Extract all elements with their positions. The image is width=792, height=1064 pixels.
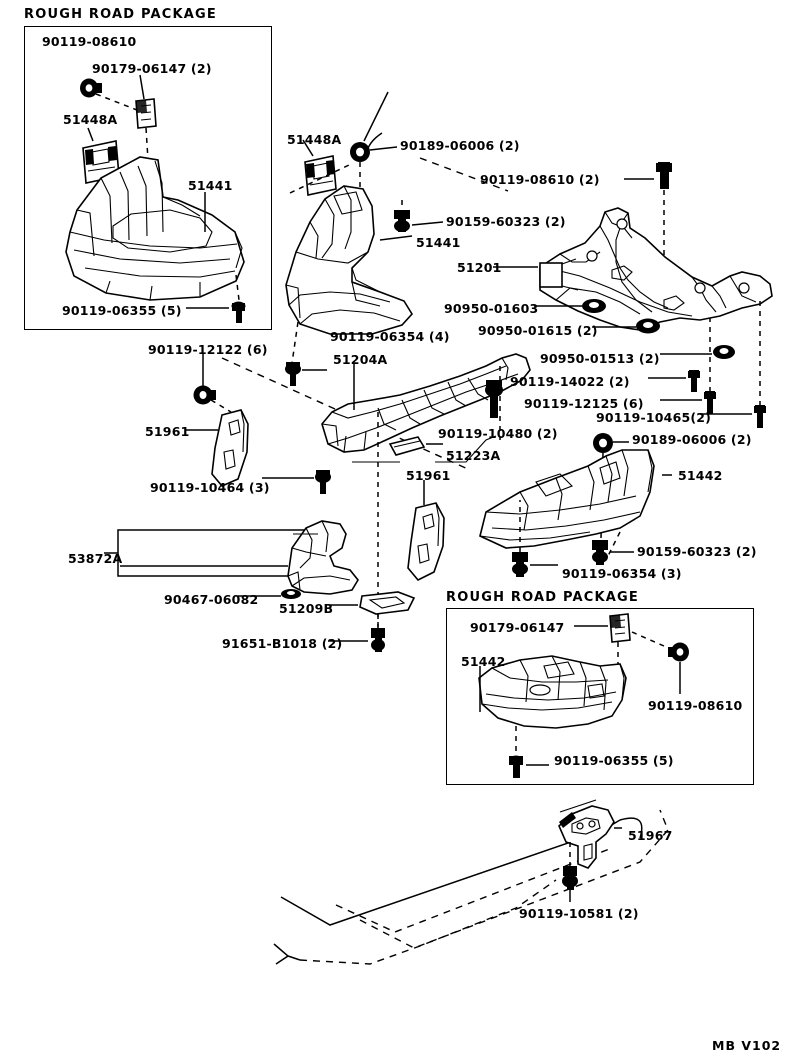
part-label-m-90950-01603: 90950-01603 [444, 301, 539, 316]
part-label-br-90119-08610: 90119-08610 [648, 698, 743, 713]
part-90119-10465-bolt [754, 405, 766, 428]
part-label-m-51201: 51201 [457, 260, 502, 275]
part-label-m-90119-10465: 90119-10465(2) [596, 410, 712, 425]
part-label-tl-90179-06147: 90179-06147 (2) [92, 61, 212, 76]
part-90119-06355-bolt-tl [231, 301, 246, 323]
part-90119-08610-bolt-main [656, 162, 672, 189]
part-51961-bracket-left [211, 409, 249, 487]
part-90119-12122-grommet [193, 385, 216, 405]
part-label-m-90119-10464: 90119-10464 (3) [150, 480, 270, 495]
part-51441-undercover-main [285, 185, 413, 335]
part-label-m-90119-08610: 90119-08610 (2) [480, 172, 600, 187]
rough-road-package-box-bottom-right [446, 608, 754, 785]
part-51448a-bracket-main [304, 155, 337, 196]
part-53872a-bracket [287, 520, 359, 595]
part-label-br-90179-06147: 90179-06147 [470, 620, 565, 635]
part-label-m-90467-06082: 90467-06082 [164, 592, 259, 607]
part-label-tl-90119-06355: 90119-06355 (5) [62, 303, 182, 318]
part-51209b-plate [359, 591, 416, 615]
part-label-m-51223a: 51223A [446, 448, 501, 463]
part-90179-06147-clip-br [609, 613, 631, 643]
part-90159-60323-bolt-bot [592, 540, 608, 565]
part-51442-cover-br [478, 655, 627, 729]
part-label-tl-51441: 51441 [188, 178, 233, 193]
part-90119-08610-grommet-br [668, 642, 689, 662]
part-label-m-90119-06354-4: 90119-06354 (4) [330, 329, 450, 344]
part-90159-60323-bolt-top [394, 210, 410, 232]
part-label-m-51961-mid: 51961 [406, 468, 451, 483]
part-label-m-51448a: 51448A [287, 132, 342, 147]
part-90189-06006-grommet-mid [593, 433, 613, 453]
part-label-m-90119-10581: 90119-10581 (2) [519, 906, 639, 921]
part-label-m-51967: 51967 [628, 828, 673, 843]
part-91651-b1018-bolt [371, 628, 385, 652]
part-90119-06355-bolt-br [509, 755, 523, 778]
part-label-m-51961-left: 51961 [145, 424, 190, 439]
part-51967-bracket [558, 805, 615, 869]
part-90119-14022-bolt [688, 370, 700, 392]
part-label-m-90189-06006-mid: 90189-06006 (2) [632, 432, 752, 447]
part-label-m-91651-b1018: 91651-B1018 (2) [222, 636, 343, 651]
diagram-footer-code: MB V102 [712, 1038, 782, 1053]
part-label-m-90950-01513: 90950-01513 (2) [540, 351, 660, 366]
part-label-m-90119-12122: 90119-12122 (6) [148, 342, 268, 357]
part-90467-06082-clip [281, 589, 301, 599]
part-51961-bracket-mid [407, 502, 445, 581]
part-label-m-90159-60323-bot: 90159-60323 (2) [637, 544, 757, 559]
rough-road-package-title-bottom-right: ROUGH ROAD PACKAGE [446, 590, 640, 605]
part-51441-undercover-tl [65, 156, 245, 301]
part-90119-12125-bolt [704, 391, 716, 414]
part-label-tl-90119-08610: 90119-08610 [42, 34, 137, 49]
part-label-m-90119-10480: 90119-10480 (2) [438, 426, 558, 441]
part-label-m-90189-06006-top: 90189-06006 (2) [400, 138, 520, 153]
part-90119-10464-bolt [315, 470, 331, 494]
part-90119-08610-grommet-tl [80, 78, 102, 98]
part-90119-06354-bolt-3 [512, 552, 528, 577]
part-51442-cover [479, 449, 655, 549]
part-label-m-53872a: 53872A [68, 551, 123, 566]
part-90950-01513-collar [713, 345, 735, 359]
part-90119-06354-bolt-4 [285, 362, 301, 386]
part-label-br-90119-06355: 90119-06355 (5) [554, 753, 674, 768]
rough-road-package-title-top-left: ROUGH ROAD PACKAGE [24, 7, 218, 22]
part-label-tl-51448a: 51448A [63, 112, 118, 127]
part-51201-crossmember [539, 207, 773, 331]
part-label-m-51209b: 51209B [279, 601, 334, 616]
part-label-br-51442: 51442 [461, 654, 506, 669]
part-90179-06147-clip-tl [135, 98, 157, 129]
part-label-m-51441: 51441 [416, 235, 461, 250]
rough-road-package-box-top-left [24, 26, 272, 330]
part-90189-06006-grommet-top [350, 142, 370, 162]
part-label-m-90159-60323-top: 90159-60323 (2) [446, 214, 566, 229]
part-label-m-51204a: 51204A [333, 352, 388, 367]
part-51223a-spacer [388, 436, 426, 456]
part-90950-01603-collar [582, 299, 606, 313]
part-90119-10480-bolt [485, 380, 503, 418]
part-label-m-51442: 51442 [678, 468, 723, 483]
part-90119-10581-bolt [562, 866, 578, 890]
part-label-m-90119-14022: 90119-14022 (2) [510, 374, 630, 389]
part-label-m-90119-06354-3: 90119-06354 (3) [562, 566, 682, 581]
part-label-m-90119-12125: 90119-12125 (6) [524, 396, 644, 411]
part-90950-01615-collar [636, 318, 660, 334]
part-label-m-90950-01615: 90950-01615 (2) [478, 323, 598, 338]
